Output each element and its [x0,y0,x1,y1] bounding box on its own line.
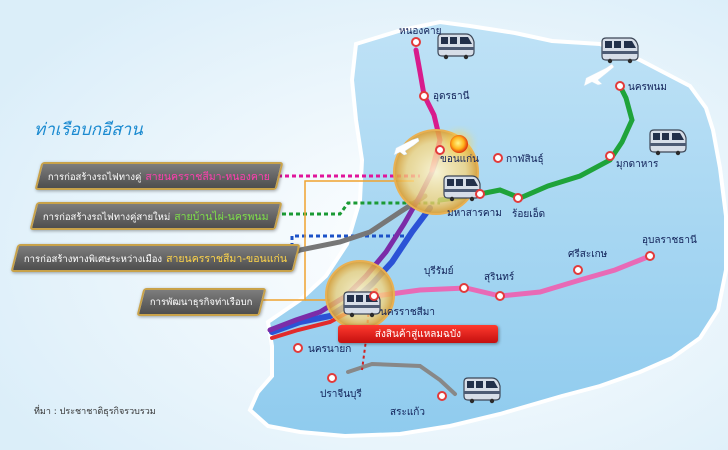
train-icon [443,175,481,202]
legend-prefix: การก่อสร้างรถไฟทางคู่ [48,171,142,183]
city-mahasarakham: มหาสารคาม [447,208,502,219]
export-to-laemchabang-box: ส่งสินค้าสู่แหลมฉบัง [338,325,498,343]
legend-dryport-business: การพัฒนาธุรกิจท่าเรือบก [136,288,267,316]
city-buriram: บุรีรัมย์ [424,266,454,277]
city-udon: อุดรธานี [433,91,470,102]
city-mukdahan: มุกดาหาร [616,159,659,170]
legend-motorway: การก่อสร้างทางพิเศษระหว่างเมืองสายนครราช… [10,244,301,272]
train-icon [463,377,501,404]
city-roiet: ร้อยเอ็ด [512,209,546,220]
legend-route: สายนครราชสีมา-ขอนแก่น [166,252,288,265]
city-surin: สุรินทร์ [484,272,515,283]
train-icon [437,33,475,60]
airplane-icon [393,63,615,156]
sun-icon [446,131,472,157]
legend-korat-nongkhai: การก่อสร้างรถไฟทางคู่สายนครราชสีมา-หนองค… [34,162,284,190]
city-korat: นครราชสีมา [380,307,435,318]
source-note: ที่มา : ประชาชาติธุรกิจรวบรวม [34,407,156,417]
map-title: ท่าเรือบกอีสาน [34,120,143,140]
city-kalasin: กาฬสินธุ์ [506,154,544,165]
city-sakaeo: สระแก้ว [390,407,425,418]
legend-prefix: การพัฒนาธุรกิจท่าเรือบก [150,296,253,308]
city-nakhonnayok: นครนายก [308,344,352,355]
legend-route: สายบ้านไผ่-นครพนม [174,210,269,223]
train-icon [601,37,639,64]
city-nakhonphanom: นครพนม [628,82,667,93]
legend-route: สายนครราชสีมา-หนองคาย [145,170,271,183]
legend-prefix: การก่อสร้างทางพิเศษระหว่างเมือง [24,253,163,265]
rail-green [437,83,635,203]
train-icon [649,129,687,156]
rail-pink [373,253,653,299]
legend-banphai-nakhonphanom: การก่อสร้างรถไฟทางคู่สายใหม่สายบ้านไผ่-น… [29,202,283,230]
city-ubon: อุบลราชธานี [642,235,697,246]
city-nongkhai: หนองคาย [399,26,442,37]
dotted-route-green [240,201,440,216]
city-sisaket: ศรีสะเกษ [568,249,608,260]
legend-prefix: การก่อสร้างรถไฟทางคู่สายใหม่ [43,211,171,223]
city-prachinburi: ปราจีนบุรี [320,389,362,400]
city-khonkaen: ขอนแก่น [440,154,480,165]
